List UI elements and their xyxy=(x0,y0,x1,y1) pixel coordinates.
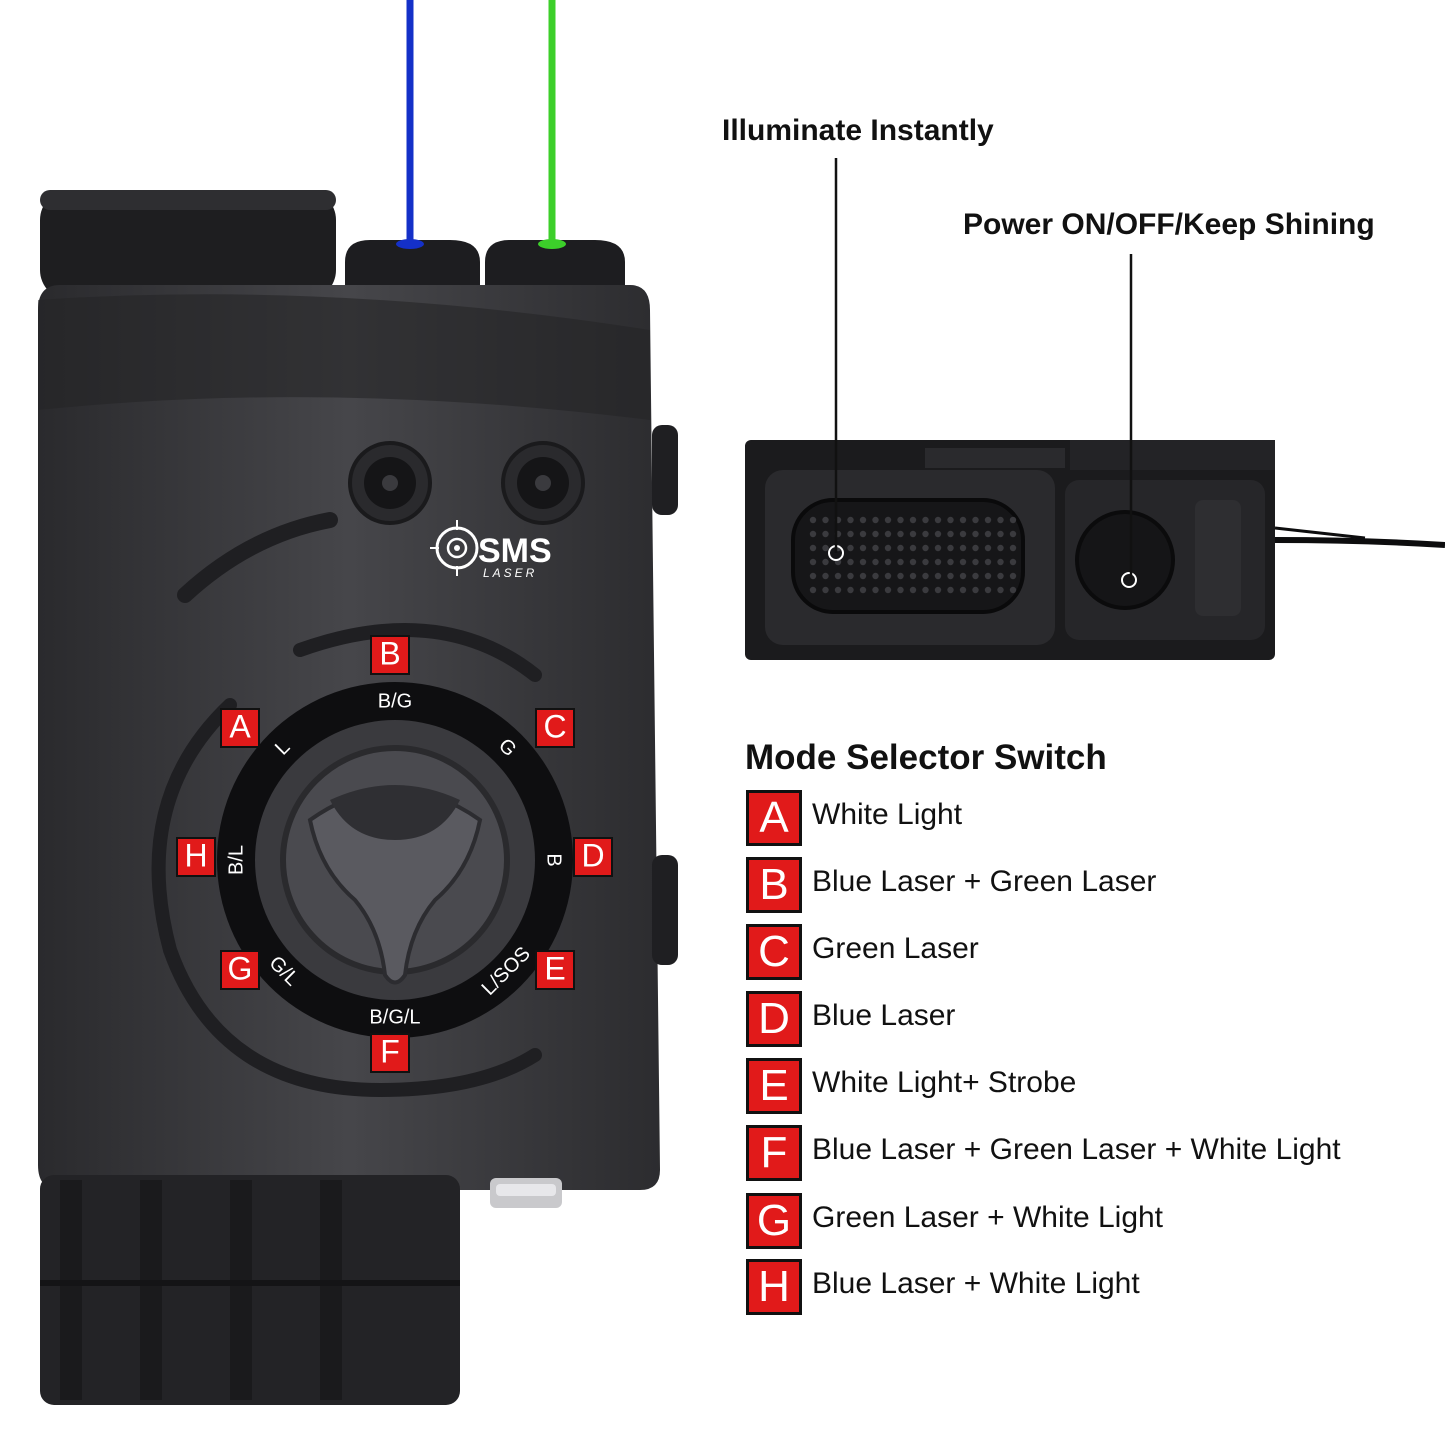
illuminate-pad xyxy=(791,498,1025,614)
dial-badge-letter: F xyxy=(380,1033,400,1069)
mode-letter-badge: B xyxy=(746,857,802,913)
mode-label: White Light xyxy=(812,798,963,831)
elevation-screw xyxy=(501,441,585,525)
dial-badge-letter: D xyxy=(581,837,604,873)
mode-letter-badge: H xyxy=(746,1259,802,1315)
dial-badge-letter: H xyxy=(184,837,207,873)
dial-badge-c: C xyxy=(535,708,575,748)
remote-switch-illustration xyxy=(745,440,1445,660)
dial-badge-letter: B xyxy=(379,635,400,671)
dial-position-label: B xyxy=(543,853,565,866)
mode-label: Green Laser + White Light xyxy=(812,1201,1164,1234)
dial-position-label: B/G/L xyxy=(369,1006,420,1028)
dial-badge-d: D xyxy=(573,837,613,877)
mode-row-d: D Blue Laser xyxy=(746,991,1426,1047)
dial-position-label: B/L xyxy=(225,845,247,875)
callout-power-on-off: Power ON/OFF/Keep Shining xyxy=(963,208,1375,241)
mode-label: Blue Laser + Green Laser xyxy=(812,865,1157,898)
mode-row-c: C Green Laser xyxy=(746,924,1426,980)
logo-text: SMS xyxy=(478,532,552,570)
rear-button xyxy=(490,1178,562,1208)
mode-label: White Light+ Strobe xyxy=(812,1066,1077,1099)
mode-selector-dial xyxy=(217,682,573,1038)
mode-label: Blue Laser xyxy=(812,999,956,1032)
dial-badge-h: H xyxy=(176,837,216,877)
mode-letter-badge: G xyxy=(746,1193,802,1249)
mode-letter-badge: A xyxy=(746,790,802,846)
side-button-lower xyxy=(652,855,678,965)
mode-letter-badge: C xyxy=(746,924,802,980)
dial-badge-g: G xyxy=(220,950,260,990)
dial-badge-letter: A xyxy=(229,708,251,744)
callout-illuminate-instantly: Illuminate Instantly xyxy=(722,114,994,147)
windage-screw xyxy=(348,441,432,525)
bottom-rail xyxy=(40,1175,460,1405)
mode-row-f: F Blue Laser + Green Laser + White Light xyxy=(746,1125,1426,1181)
mode-row-a: A White Light xyxy=(746,790,1426,846)
mode-label: Blue Laser + White Light xyxy=(812,1267,1140,1300)
mode-row-e: E White Light+ Strobe xyxy=(746,1058,1426,1114)
dial-badge-a: A xyxy=(220,708,260,748)
dial-position-label: B/G xyxy=(378,690,412,712)
mode-selector-heading: Mode Selector Switch xyxy=(745,738,1107,777)
remote-cable xyxy=(1274,537,1445,548)
dial-badge-e: E xyxy=(535,950,575,990)
mode-row-b: B Blue Laser + Green Laser xyxy=(746,857,1426,913)
sms-laser-logo: SMS LASER xyxy=(430,520,552,580)
top-knob xyxy=(40,190,336,300)
mode-row-h: H Blue Laser + White Light xyxy=(746,1259,1426,1315)
mode-letter-badge: D xyxy=(746,991,802,1047)
mode-row-g: G Green Laser + White Light xyxy=(746,1193,1426,1249)
dial-badge-f: F xyxy=(370,1033,410,1073)
mode-letter-badge: E xyxy=(746,1058,802,1114)
mode-label: Blue Laser + Green Laser + White Light xyxy=(812,1133,1341,1166)
dial-badge-b: B xyxy=(370,635,410,675)
power-button xyxy=(1075,510,1175,610)
side-button-upper xyxy=(652,425,678,515)
dial-badge-letter: E xyxy=(544,950,565,986)
mode-letter-badge: F xyxy=(746,1125,802,1181)
dial-badge-letter: G xyxy=(228,950,253,986)
logo-subtext: LASER xyxy=(483,566,537,580)
mode-label: Green Laser xyxy=(812,932,979,965)
dial-badge-letter: C xyxy=(543,708,566,744)
